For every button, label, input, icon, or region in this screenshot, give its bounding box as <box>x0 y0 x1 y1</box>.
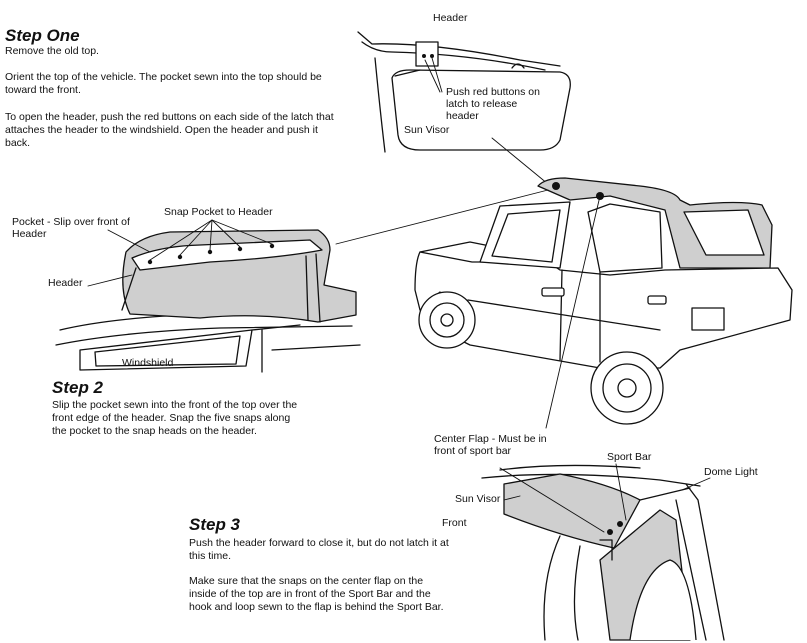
step-one-instruction-remove: Remove the old top. <box>5 45 99 57</box>
header-latch-illustration <box>357 31 571 153</box>
label-snap-pocket: Snap Pocket to Header <box>164 206 273 218</box>
step-two-title: Step 2 <box>52 378 104 397</box>
leader-line-latch-to-car <box>491 137 549 185</box>
step-three-instruction-close: Push the header forward to close it, but… <box>189 537 449 562</box>
step-two-instruction: Slip the pocket sewn into the front of t… <box>52 399 298 437</box>
label-center-flap: Center Flap - Must be in front of sport … <box>434 433 547 457</box>
label-pocket-slip: Pocket - Slip over front of Header <box>12 216 130 240</box>
label-windshield: Windshield <box>122 357 174 369</box>
leader-line-pocket-to-car <box>335 189 549 245</box>
leader-line-center-flap <box>545 195 601 429</box>
step-one-title: Step One <box>5 26 80 45</box>
label-header-left: Header <box>48 277 83 289</box>
vehicle-illustration <box>414 177 793 425</box>
step-one-instruction-orient: Orient the top of the vehicle. The pocke… <box>5 71 322 96</box>
step-one-instruction-header: To open the header, push the red buttons… <box>5 111 334 149</box>
label-header-top: Header <box>433 12 468 24</box>
label-front: Front <box>442 517 467 529</box>
label-dome-light: Dome Light <box>704 466 758 478</box>
label-push-red-buttons: Push red buttons on latch to release hea… <box>446 86 540 122</box>
step-three-title: Step 3 <box>189 515 241 534</box>
header-pocket-illustration <box>55 219 361 373</box>
label-sport-bar: Sport Bar <box>607 451 652 463</box>
interior-illustration <box>481 463 725 641</box>
label-sun-visor-top: Sun Visor <box>404 124 450 136</box>
label-sun-visor-interior: Sun Visor <box>455 493 501 505</box>
step-three-instruction-snaps: Make sure that the snaps on the center f… <box>189 575 444 613</box>
